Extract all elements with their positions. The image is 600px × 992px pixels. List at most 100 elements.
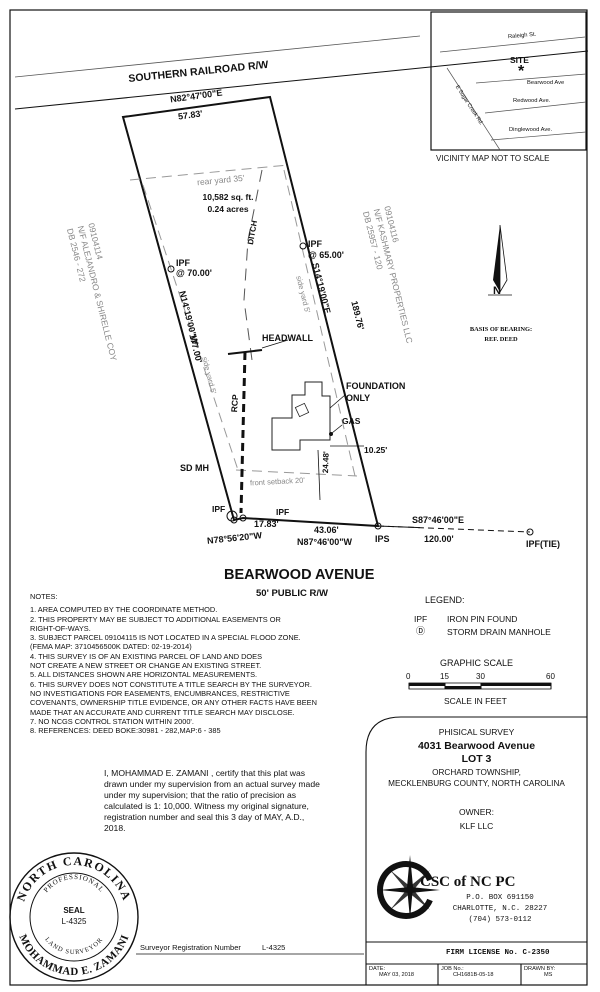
note-line: 1. AREA COMPUTED BY THE COORDINATE METHO… <box>30 605 218 615</box>
offset-side: 10.25' <box>364 445 388 455</box>
ips-label: IPS <box>375 534 390 544</box>
note-line: 2. THIS PROPERTY MAY BE SUBJECT TO ADDIT… <box>30 614 281 624</box>
company-phone: (704) 573-0112 <box>468 916 532 924</box>
survey-type: PHISICAL SURVEY <box>438 727 515 737</box>
scale-tick-15: 15 <box>440 672 449 681</box>
property-address: 4031 Bearwood Avenue <box>417 740 536 752</box>
scale-tick-0: 0 <box>406 672 411 681</box>
sheet-border <box>9 9 588 986</box>
owner-label: OWNER: <box>459 807 494 817</box>
rcp-pipe <box>239 351 247 514</box>
firm-license: FIRM LICENSE No. C-2350 <box>446 949 550 957</box>
railroad-line-north <box>14 35 421 78</box>
note-line: NO INVESTIGATIONS FOR EASEMENTS, ENCUMBR… <box>30 688 290 698</box>
north-letter-icon: N <box>493 285 501 297</box>
vicinity-street-bearwood: Bearwood Ave <box>527 80 565 86</box>
foundation-label: FOUNDATION <box>346 381 406 391</box>
township: ORCHARD TOWNSHIP, <box>432 768 521 777</box>
note-line: RIGHT-OF-WAYS. <box>30 623 91 633</box>
ipf-bottom-left: IPF <box>212 504 226 514</box>
front-left-distance: 17.83' <box>254 519 279 529</box>
scale-title: GRAPHIC SCALE <box>440 658 514 668</box>
vicinity-caption: VICINITY MAP NOT TO SCALE <box>436 154 550 163</box>
note-line: MADE THAT AN ACCURATE AND CURRENT TITLE … <box>30 707 295 717</box>
scale-unit: SCALE IN FEET <box>444 696 507 706</box>
job-label: JOB No.: <box>441 966 464 972</box>
note-line: COVENANTS, OWNERSHIP TITLE EVIDENCE, OR … <box>30 698 317 708</box>
company-city: CHARLOTTE, N.C. 28227 <box>452 905 548 913</box>
north-arrow-icon <box>488 224 512 296</box>
ipf-right-label: IPF <box>308 239 323 249</box>
note-line: 7. NO NCGS CONTROL STATION WITHIN 2000'. <box>30 716 194 726</box>
tie-distance: 120.00' <box>424 534 454 544</box>
headwall-label: HEADWALL <box>262 333 313 343</box>
notes-title: NOTES: <box>30 592 58 601</box>
ipf-tie-label: IPF(TIE) <box>526 539 560 549</box>
vicinity-street-dinglewood: Dinglewood Ave. <box>509 127 553 133</box>
scale-tick-30: 30 <box>476 672 485 681</box>
company-po-box: P.O. BOX 691150 <box>466 894 534 902</box>
note-line: NOT CREATE A NEW STREET OR CHANGE AN EXI… <box>30 661 262 671</box>
vicinity-street-redwood: Redwood Ave. <box>513 98 551 104</box>
county: MECKLENBURG COUNTY, NORTH CAROLINA <box>388 779 565 788</box>
ipf-bottom-mid: IPF <box>276 507 290 517</box>
cert-line: registration number and seal this 3 day … <box>104 811 305 822</box>
setback-lines <box>129 164 358 477</box>
ipf-left-distance: @ 70.00' <box>176 268 212 278</box>
cert-line: under my supervision; that the ratio of … <box>104 789 297 800</box>
site-star-icon: * <box>518 63 525 80</box>
cert-line: calculated is 1: 10,000. Witness my orig… <box>104 800 309 811</box>
street-name: BEARWOOD AVENUE <box>224 567 375 583</box>
cert-line: 2018. <box>104 822 126 833</box>
legend-title: LEGEND: <box>425 595 465 605</box>
cert-line: drawn under my supervision from an actua… <box>104 778 320 789</box>
svg-text:LAND SURVEYOR: LAND SURVEYOR <box>43 936 104 956</box>
legend-symbol-ipf: IPF <box>414 614 428 624</box>
tie-bearing: S87°46'00"E <box>412 515 465 525</box>
foundation-outline <box>271 381 331 451</box>
lot-number: LOT 3 <box>461 753 492 765</box>
drawn-value: MS <box>544 972 553 979</box>
legend-label-manhole: STORM DRAIN MANHOLE <box>447 627 551 637</box>
rcp-label: RCP <box>229 394 241 413</box>
date-value: MAY 03, 2018 <box>379 972 414 979</box>
ipf-right-distance: @ 65.00' <box>308 250 344 260</box>
vicinity-map-frame <box>430 11 587 151</box>
foundation-only-label: ONLY <box>346 393 371 403</box>
note-line: 3. SUBJECT PARCEL 09104115 IS NOT LOCATE… <box>30 633 301 643</box>
lot-boundary <box>121 95 380 528</box>
basis-ref: REF. DEED <box>484 336 518 343</box>
note-line: (FEMA MAP: 3710456500K DATED: 02-19-2014… <box>30 642 192 652</box>
job-cell: JOB No.: CH1681B-05-18 <box>441 966 493 979</box>
sd-mh-label: SD MH <box>180 463 209 473</box>
note-line: 5. ALL DISTANCES SHOWN ARE HORIZONTAL ME… <box>30 670 258 680</box>
drawn-cell: DRAWN BY: MS <box>524 966 555 979</box>
job-value: CH1681B-05-18 <box>453 972 494 979</box>
surveyor-certification: I, MOHAMMAD E. ZAMANI , certify that thi… <box>104 768 364 833</box>
graphic-scale-bar <box>408 682 552 690</box>
ipf-left-label: IPF <box>176 258 191 268</box>
svg-text:L-4325: L-4325 <box>62 917 87 926</box>
vicinity-streets <box>439 36 587 151</box>
company-name: CSC of NC PC <box>420 874 516 890</box>
note-line: 4. THIS SURVEY IS OF AN EXISTING PARCEL … <box>30 651 263 661</box>
pin-markers <box>167 242 534 536</box>
street-row: 50' PUBLIC R/W <box>256 588 328 599</box>
surveyor-seal-icon: NORTH CAROLINA MOHAMMAD E. ZAMANI PROFES… <box>9 852 139 982</box>
legend-label-ipf: IRON PIN FOUND <box>447 614 518 624</box>
headwall-line <box>227 349 263 355</box>
owner-name: KLF LLC <box>459 821 494 831</box>
signature-registration: L-4325 <box>262 943 286 952</box>
scale-tick-60: 60 <box>546 672 555 681</box>
cert-line: I, MOHAMMAD E. ZAMANI , certify that thi… <box>104 768 306 778</box>
svg-text:SEAL: SEAL <box>63 906 84 915</box>
basis-of-bearing: BASIS OF BEARING: <box>469 326 533 333</box>
ditch-line <box>243 169 263 361</box>
note-line: 6. THIS SURVEY DOES NOT CONSTITUTE A TIT… <box>30 679 312 689</box>
offset-front: 24.48' <box>321 451 331 474</box>
gas-label: GAS <box>342 416 361 426</box>
area-acres: 0.24 acres <box>207 204 249 214</box>
note-line: 8. REFERENCES: DEED BOKE:30981 - 282,MAP… <box>30 726 221 736</box>
